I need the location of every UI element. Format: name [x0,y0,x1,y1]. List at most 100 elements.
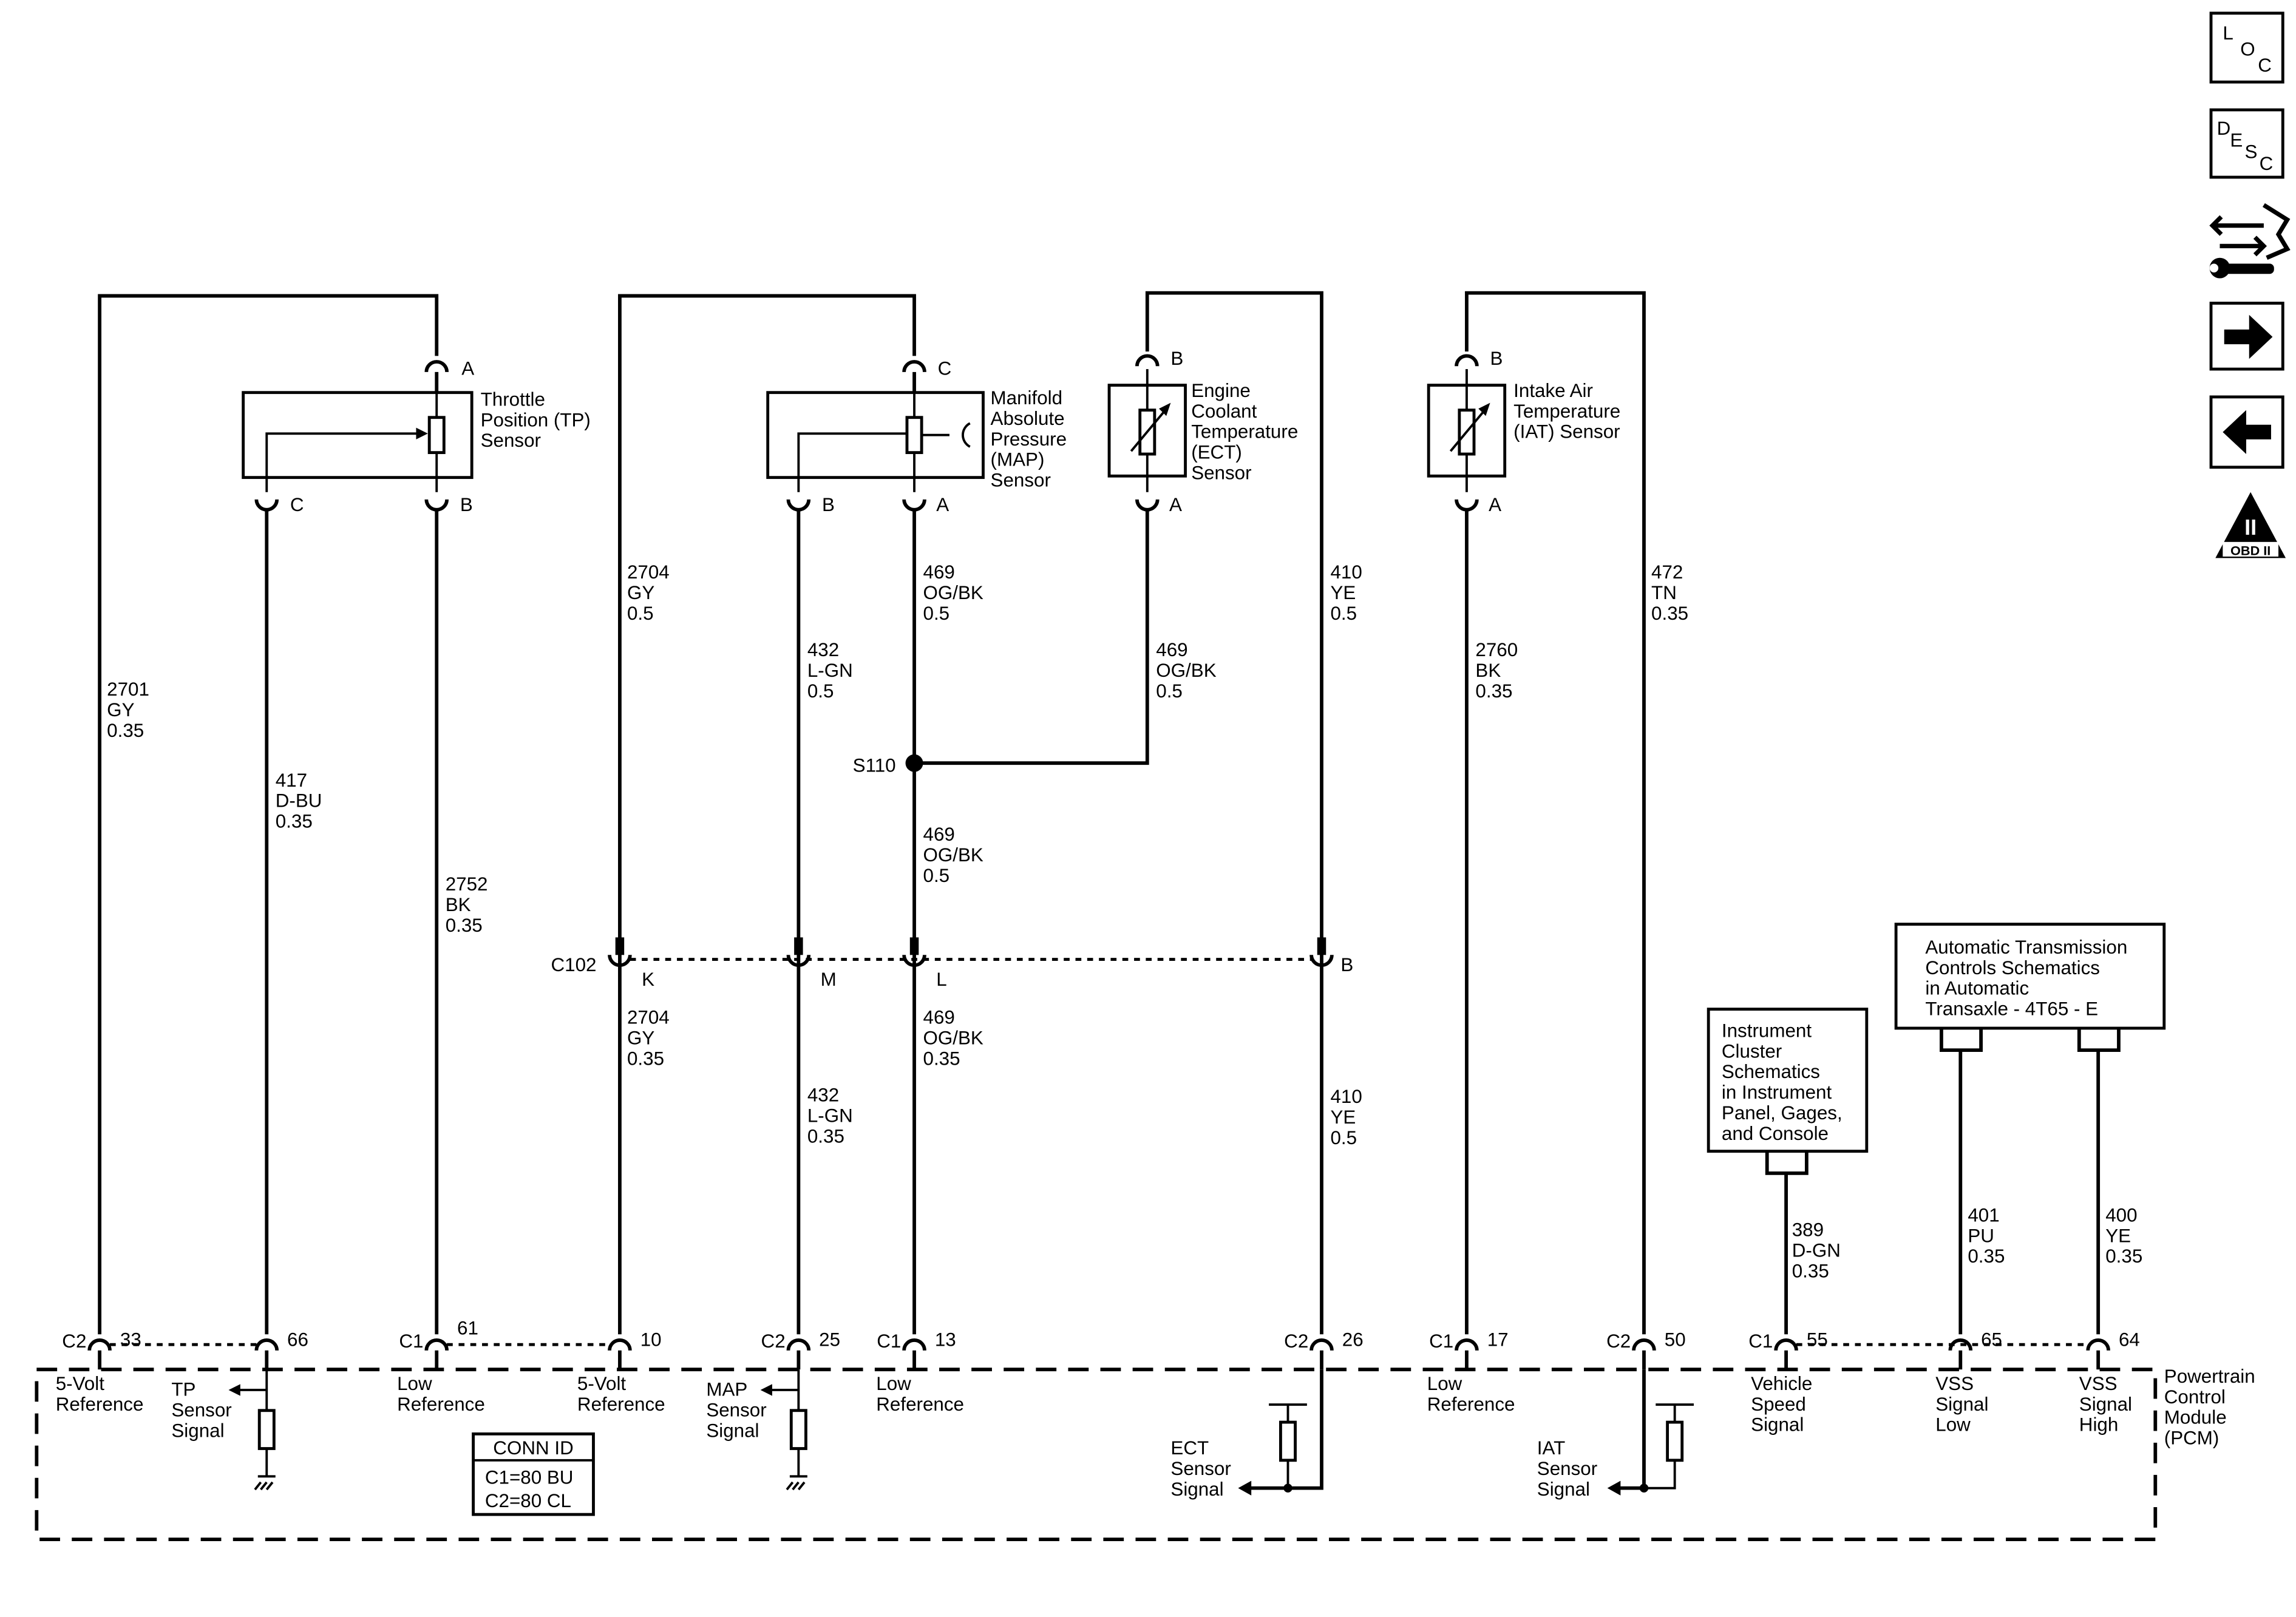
pin-label: C [290,494,304,515]
pcm-pin-socket [1309,1338,1334,1351]
pcm-pin-number: 61 [457,1317,478,1338]
loc-button[interactable]: L O C [2209,12,2284,84]
loc-c: C [2258,55,2272,76]
loc-l: L [2223,22,2233,44]
pcm-pin-socket [902,1338,926,1351]
splice-s110 [905,754,923,772]
pin-label: K [642,969,654,990]
pcm-pin-socket [2086,1338,2110,1351]
iat-connector-b: B [1455,348,1503,369]
map-connector-c: C [902,358,952,379]
tp-connector-c: C [254,494,304,515]
map-sensor-signal-circuit [760,1369,807,1491]
wire-2704-loop [618,294,916,1335]
pin-label: B [1170,348,1183,369]
tp-connector-a: A [424,358,474,379]
tp-connector-b: B [424,494,473,515]
ect-connector-b: B [1135,348,1183,369]
desc-e: E [2230,129,2243,151]
pcm-connector-id: C1 [1748,1331,1773,1352]
next-page-button[interactable] [2209,302,2284,371]
pcm-pin-number: 13 [935,1329,956,1351]
pin-label: L [936,969,946,990]
connector-wrench-icon[interactable] [2209,203,2291,279]
obd-label: OBD II [2230,543,2271,558]
pcm-pin-number: 10 [640,1329,662,1351]
desc-c: C [2260,153,2274,174]
pin-label: A [1489,494,1501,515]
wire-410-loop [1145,291,1323,1335]
pcm-module-boundary [35,1368,2158,1542]
pcm-pin-number: 65 [1981,1329,2002,1351]
pcm-pin-number: 33 [120,1329,141,1351]
ect-connector-a: A [1135,494,1182,515]
pin-label: B [822,494,835,515]
c102-label: C102 [551,954,596,975]
pcm-pin-number: 55 [1807,1329,1828,1351]
desc-s: S [2245,141,2258,163]
pin-label: B [1340,954,1353,975]
conn-id-title: CONN ID [493,1437,573,1459]
pin-label: C [938,358,952,379]
previous-page-button[interactable] [2209,395,2284,469]
pcm-pin-number: 26 [1342,1329,1364,1351]
pcm-connector-id: C1 [399,1331,423,1352]
loc-o: O [2240,39,2255,60]
pcm-pin-socket [87,1338,112,1351]
conn-id-c1: C1=80 BU [485,1466,574,1488]
pcm-connector-id: C2 [1284,1331,1308,1352]
pcm-pin-number: 25 [819,1329,840,1351]
map-connector-a: A [902,494,949,515]
conn-id-box: CONN ID C1=80 BU C2=80 CL [472,1432,595,1516]
desc-d: D [2217,118,2231,139]
pcm-connector-id: C2 [1606,1331,1631,1352]
pcm-pin-number: 66 [287,1329,308,1351]
pin-label: M [821,969,837,990]
pcm-pin-number: 17 [1487,1329,1509,1351]
pcm-pin-number: 50 [1665,1329,1686,1351]
desc-button[interactable]: D E S C [2209,108,2284,179]
obd-ii-icon[interactable]: II OBD II [2215,492,2286,558]
pcm-pin-socket [254,1338,279,1351]
wire-472-loop [1465,291,1646,1335]
iat-connector-a: A [1455,494,1501,515]
pin-label: A [1169,494,1182,515]
pcm-pin-socket [1774,1338,1798,1351]
connector-c102: C102 K M L B [551,937,1353,990]
pin-label: B [460,494,473,515]
pcm-connector-id: C1 [1429,1331,1453,1352]
map-connector-b: B [786,494,835,515]
